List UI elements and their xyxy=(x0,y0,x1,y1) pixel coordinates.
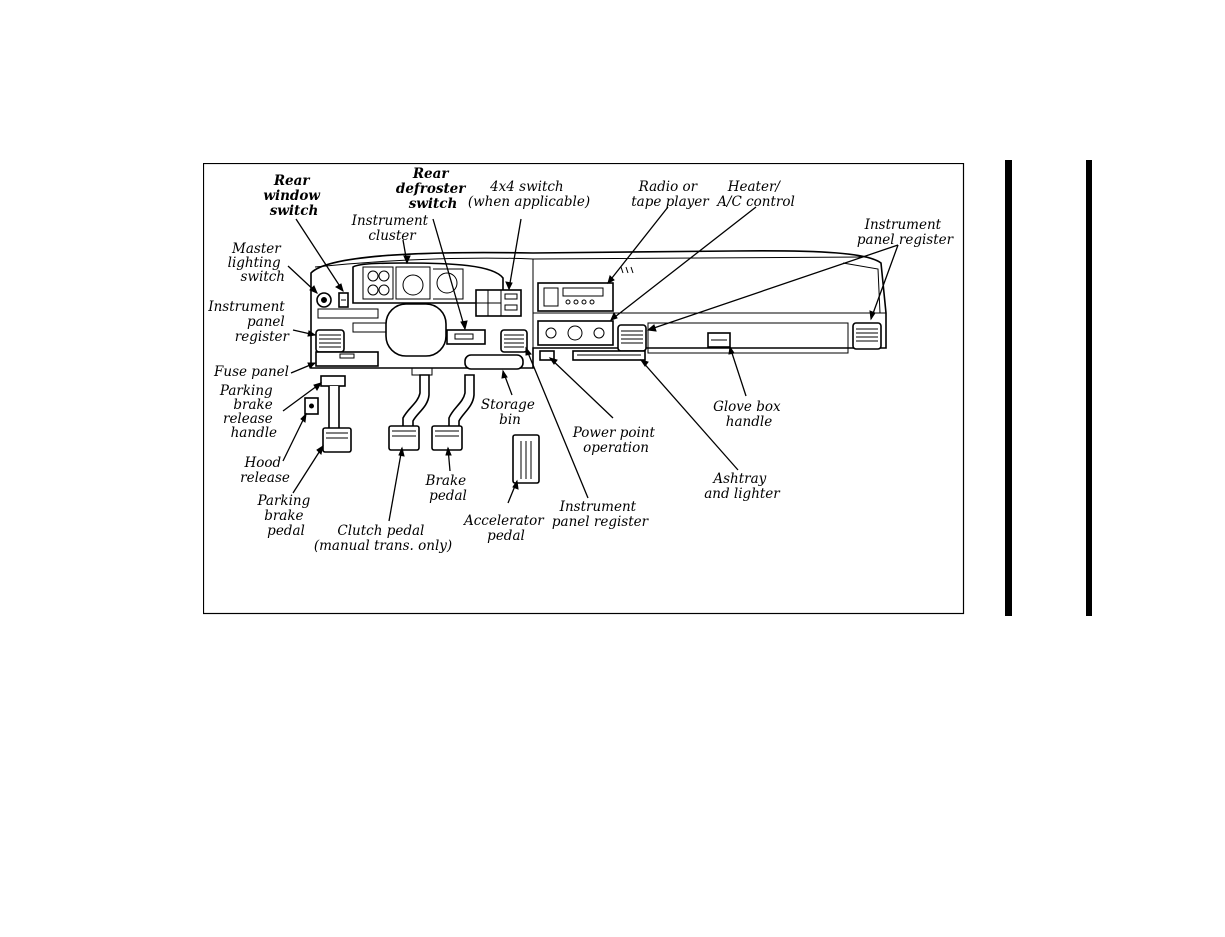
cluster-trim-strip xyxy=(317,308,379,319)
parking-brake-pedal-pad xyxy=(322,427,352,453)
label-instrument-panel-register-left: Instrument panel register xyxy=(207,299,290,345)
labels: Rear window switch Rear defroster switch… xyxy=(207,166,954,554)
label-storage-bin: Storage bin xyxy=(481,397,539,428)
brake-pedal-pad xyxy=(431,425,463,451)
label-radio: Radio or tape player xyxy=(631,179,710,210)
label-accelerator-pedal: Accelerator pedal xyxy=(462,513,548,544)
label-parking-brake-pedal: Parking brake pedal xyxy=(256,493,314,539)
storage-bin-body xyxy=(464,354,524,370)
rear-defroster-switch-body xyxy=(446,329,486,345)
label-instrument-panel-register-bottom: Instrument panel register xyxy=(552,499,650,530)
margin-bar-right xyxy=(1086,160,1092,616)
leader-lines xyxy=(282,206,899,522)
steering-wheel xyxy=(385,303,447,357)
instrument-panel-diagram: Rear window switch Rear defroster switch… xyxy=(203,163,965,615)
power-point-socket xyxy=(539,350,555,361)
label-power-point: Power point operation xyxy=(572,425,659,456)
center-left-register-vent xyxy=(500,329,528,353)
right-register-vent xyxy=(852,322,882,350)
steering-column-bracket xyxy=(320,375,346,387)
left-register-vent xyxy=(315,329,345,353)
label-hood-release: Hood release xyxy=(240,455,290,486)
clutch-pedal-pad xyxy=(388,425,420,451)
label-instrument-panel-register-right: Instrument panel register xyxy=(857,217,955,248)
label-rear-defroster-switch: Rear defroster switch xyxy=(396,166,470,212)
label-brake-pedal: Brake pedal xyxy=(425,473,471,504)
label-fuse-panel: Fuse panel xyxy=(213,364,289,380)
fuse-panel-cover xyxy=(315,351,379,367)
label-glove-box-handle: Glove box handle xyxy=(713,399,785,430)
arrowheads xyxy=(300,255,876,490)
label-rear-window-switch: Rear window switch xyxy=(263,173,324,219)
label-parking-brake-release-handle: Parking brake release handle xyxy=(219,383,277,441)
dashboard-right-edge xyxy=(842,262,881,314)
glove-box-door xyxy=(647,322,849,354)
label-4x4-switch: 4x4 switch (when applicable) xyxy=(468,179,590,210)
label-clutch-pedal: Clutch pedal (manual trans. only) xyxy=(314,523,452,554)
heater-ac-control-unit xyxy=(537,320,614,346)
parking-brake-arm xyxy=(328,386,340,432)
radio-unit xyxy=(537,282,614,312)
cluster-hood xyxy=(352,262,504,304)
label-ashtray-lighter: Ashtray and lighter xyxy=(704,471,781,502)
dashboard-drawing xyxy=(304,250,887,484)
defroster-grille xyxy=(620,266,634,274)
label-heater-ac-control: Heater/ A/C control xyxy=(715,179,795,210)
margin-bar-left xyxy=(1005,160,1012,616)
center-right-register-vent xyxy=(617,324,647,352)
label-instrument-cluster: Instrument cluster xyxy=(351,213,433,244)
switch-panel-4x4 xyxy=(475,289,522,317)
dashboard-top-edge xyxy=(314,256,864,268)
label-master-lighting-switch: Master lighting switch xyxy=(228,241,285,285)
